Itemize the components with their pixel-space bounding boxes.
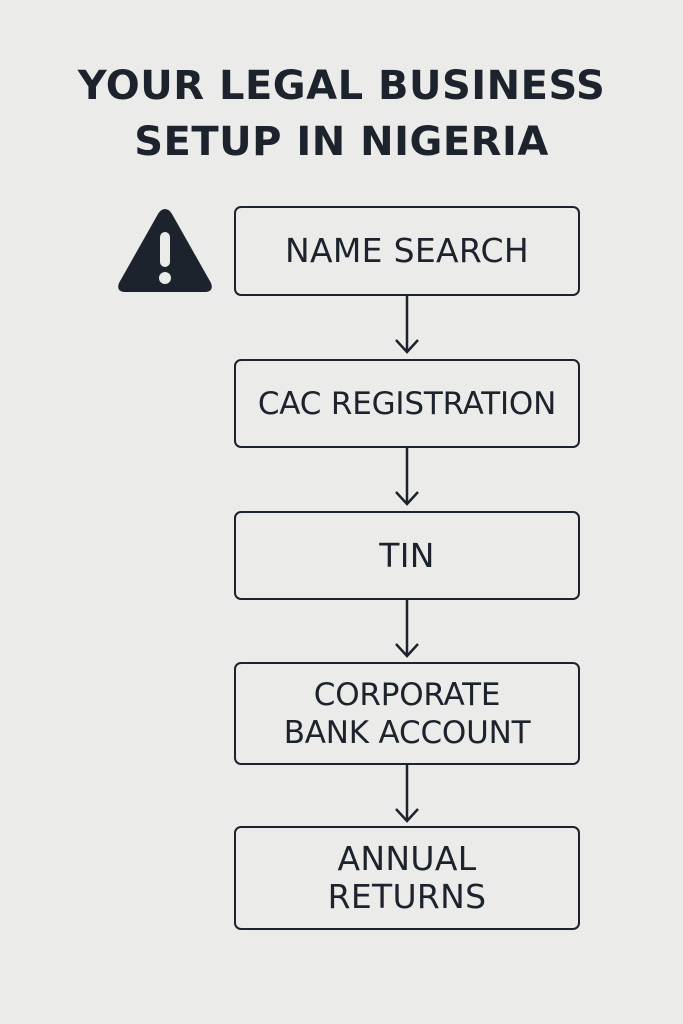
- step-label-line: ANNUAL: [337, 839, 477, 878]
- page-title-line-1: YOUR LEGAL BUSINESS: [77, 63, 606, 109]
- arrow-down-icon: [395, 296, 419, 354]
- step-label-line: NAME SEARCH: [285, 231, 529, 270]
- warning-triangle-icon: [118, 209, 212, 292]
- arrow-down-icon: [395, 448, 419, 506]
- step-label-line: CORPORATE: [313, 676, 501, 713]
- arrow-down-icon: [395, 765, 419, 823]
- step-corporate-bank-account: CORPORATE BANK ACCOUNT: [234, 662, 580, 765]
- step-label-line: RETURNS: [327, 877, 487, 916]
- step-label-line: CAC REGISTRATION: [257, 385, 557, 422]
- step-cac-registration: CAC REGISTRATION: [234, 359, 580, 448]
- page-title-line-2: SETUP IN NIGERIA: [134, 119, 549, 165]
- arrow-down-icon: [395, 600, 419, 658]
- step-annual-returns: ANNUAL RETURNS: [234, 826, 580, 930]
- step-label: CAC REGISTRATION: [258, 385, 556, 423]
- step-label-line: TIN: [379, 535, 435, 575]
- step-label-line: BANK ACCOUNT: [283, 714, 531, 751]
- step-label: ANNUAL RETURNS: [328, 840, 487, 916]
- page-title: YOUR LEGAL BUSINESS SETUP IN NIGERIA: [0, 58, 683, 170]
- step-name-search: NAME SEARCH: [234, 206, 580, 296]
- step-tin: TIN: [234, 511, 580, 600]
- step-label: NAME SEARCH: [285, 232, 529, 270]
- step-label: TIN: [379, 535, 435, 575]
- step-label: CORPORATE BANK ACCOUNT: [284, 676, 531, 752]
